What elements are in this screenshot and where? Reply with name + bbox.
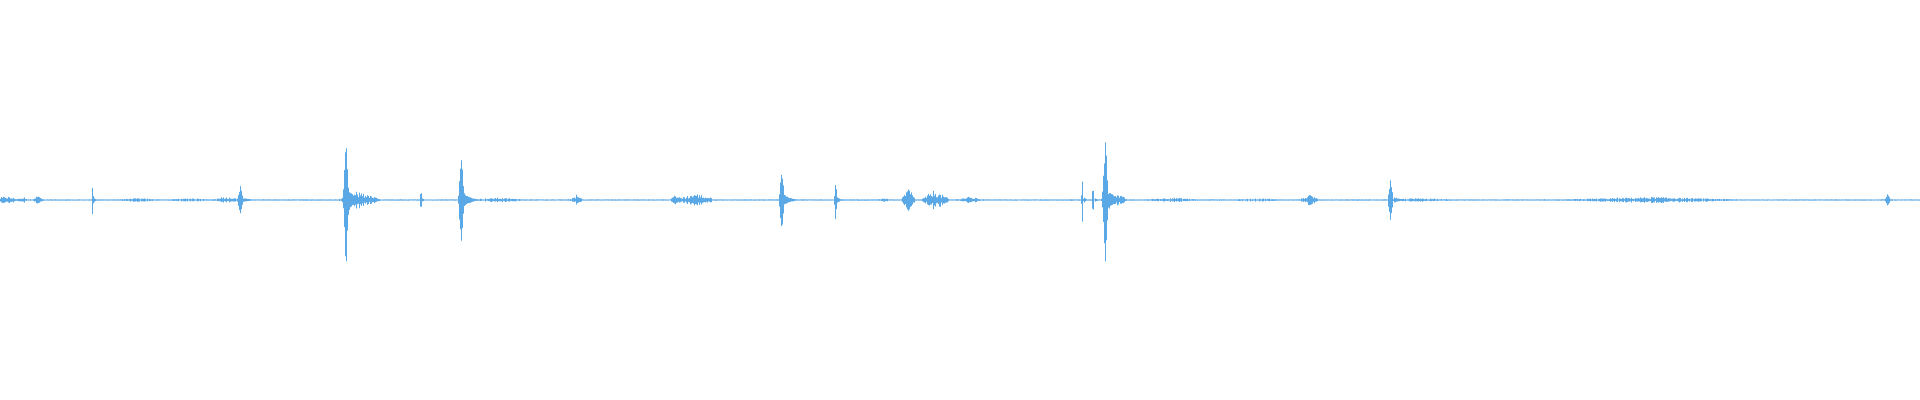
waveform-trace	[0, 142, 1920, 262]
waveform-amplitude-path	[0, 142, 1920, 262]
